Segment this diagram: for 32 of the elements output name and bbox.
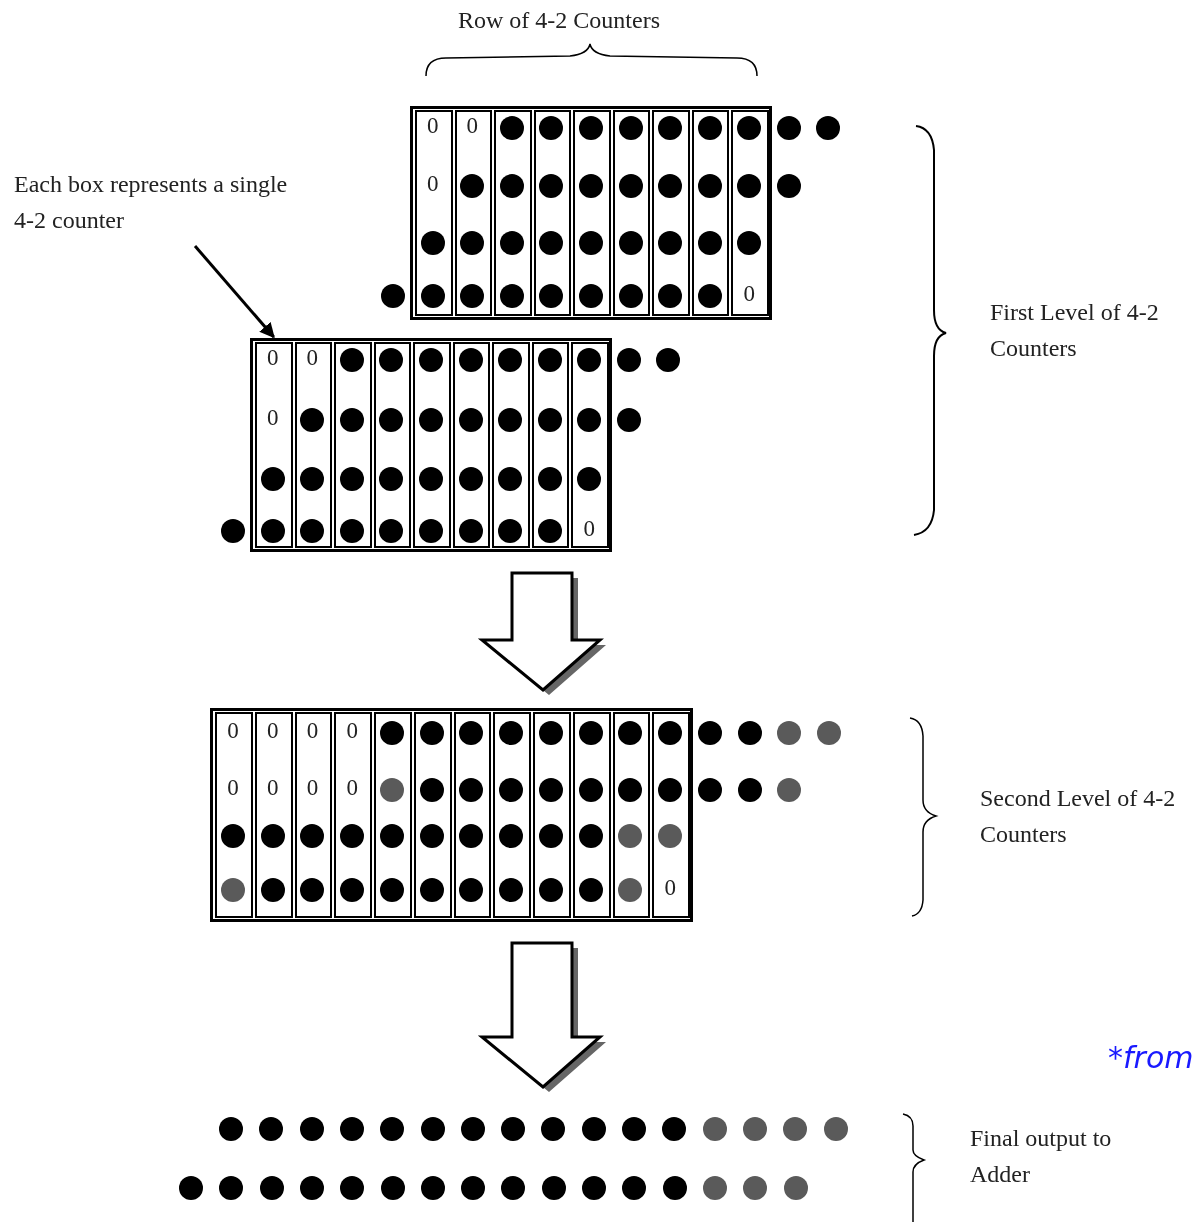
- zero-digit: 0: [266, 406, 280, 430]
- zero-digit: 0: [345, 719, 359, 743]
- counter-box: [334, 712, 372, 918]
- counter-box: [254, 712, 293, 918]
- zero-digit: 0: [266, 346, 280, 370]
- note-text: *from: [1108, 1040, 1192, 1075]
- zero-digit: 0: [226, 719, 240, 743]
- zero-digit: 0: [226, 776, 240, 800]
- level-label: Second Level of 4-2 Counters: [980, 784, 1177, 849]
- zero-digit: 0: [582, 517, 596, 541]
- zero-digit: 0: [305, 346, 320, 370]
- zero-digit: 0: [742, 282, 756, 306]
- counter-box: [415, 110, 453, 316]
- level-label: Final output to Adder: [970, 1124, 1113, 1189]
- zero-digit: 0: [345, 776, 359, 800]
- counter-box: [255, 342, 293, 548]
- annotation-text: Each box represents a single 4-2 counter: [14, 166, 296, 238]
- level-label: First Level of 4-2 Counters: [990, 298, 1160, 363]
- counter-box: [215, 712, 253, 918]
- zero-digit: 0: [465, 114, 480, 138]
- zero-digit: 0: [305, 719, 320, 743]
- level-label: Row of 4-2 Counters: [458, 6, 660, 35]
- leader-line: [193, 245, 275, 339]
- zero-digit: 0: [305, 776, 320, 800]
- zero-digit: 0: [426, 172, 440, 196]
- zero-digit: 0: [265, 776, 280, 800]
- zero-digit: 0: [265, 719, 280, 743]
- block-arrow: [477, 571, 606, 695]
- zero-digit: 0: [426, 114, 440, 138]
- counter-box: [294, 712, 333, 918]
- zero-digit: 0: [663, 876, 677, 900]
- block-arrow: [477, 941, 606, 1092]
